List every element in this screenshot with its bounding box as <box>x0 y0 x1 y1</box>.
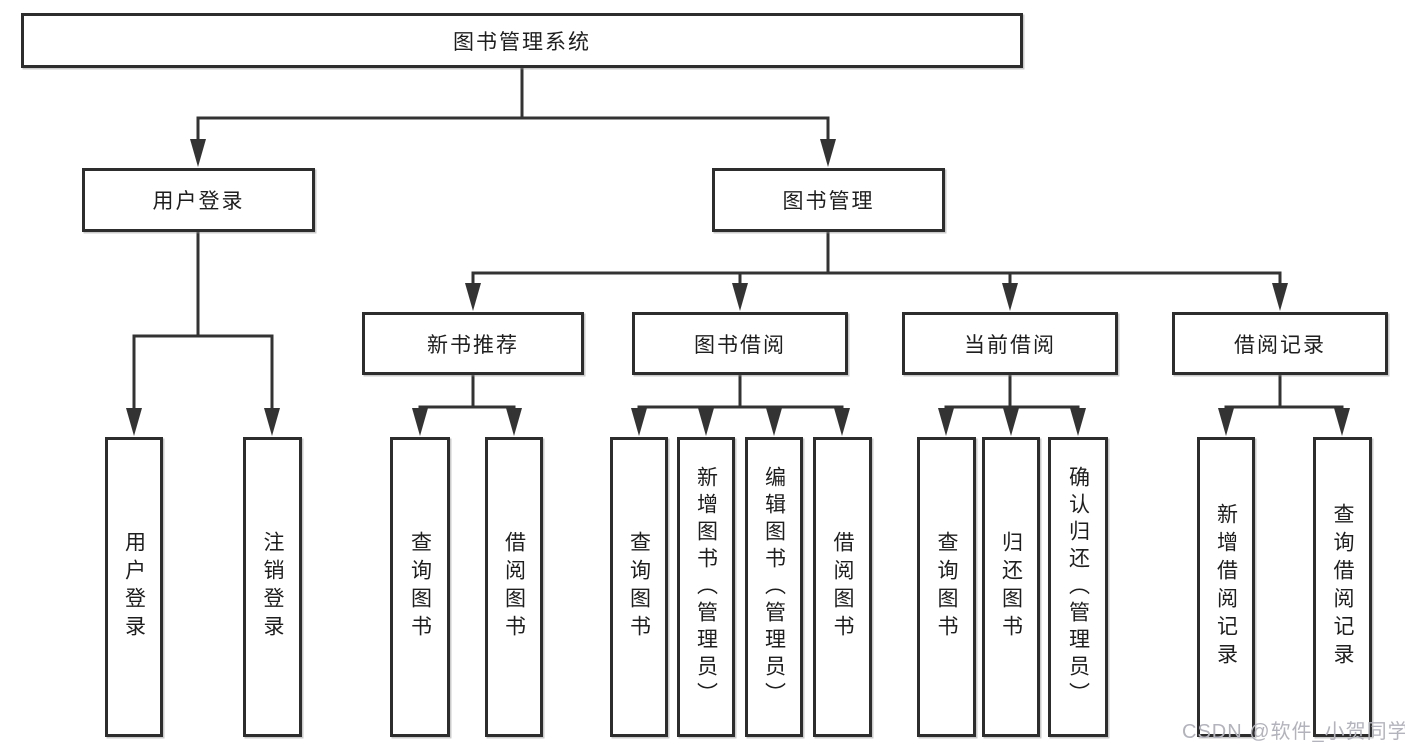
leaf-borrow-books: 借阅图书 <box>485 437 543 737</box>
node-user-login: 用户登录 <box>82 168 315 232</box>
node-book-borrow-label: 图书借阅 <box>694 333 786 357</box>
arrowhead-icon <box>631 408 647 436</box>
leaf-query-books: 查询图书 <box>610 437 668 737</box>
arrowhead-icon <box>766 408 782 436</box>
leaf-query-books-label: 查询图书 <box>408 531 432 643</box>
leaf-user-login: 用户登录 <box>105 437 163 737</box>
node-current-borrow: 当前借阅 <box>902 312 1118 375</box>
node-borrow-records: 借阅记录 <box>1172 312 1388 375</box>
leaf-query-books-label: 查询图书 <box>935 531 958 643</box>
connector-book-management-children <box>471 230 1282 292</box>
leaf-return-book: 归还图书 <box>982 437 1040 737</box>
leaf-query-books-label: 查询图书 <box>627 531 651 643</box>
arrowhead-icon <box>506 408 522 436</box>
node-book-management-label: 图书管理 <box>782 190 875 213</box>
leaf-confirm-return-admin-label: 确认归还（管理员） <box>1066 465 1090 709</box>
leaf-add-book-admin-label: 新增图书（管理员） <box>694 465 718 709</box>
leaf-edit-book-admin-label: 编辑图书（管理员） <box>762 465 786 709</box>
leaf-borrow-books-label: 借阅图书 <box>831 531 854 643</box>
node-user-login-label: 用户登录 <box>152 190 245 213</box>
node-book-borrow: 图书借阅 <box>632 312 848 375</box>
leaf-user-login-label: 用户登录 <box>122 531 146 643</box>
leaf-query-books: 查询图书 <box>390 437 450 737</box>
leaf-return-book-label: 归还图书 <box>999 531 1023 643</box>
leaf-logout-label: 注销登录 <box>261 531 284 643</box>
arrowhead-icon <box>1218 408 1234 436</box>
connector-user-login-children <box>132 230 274 416</box>
arrowhead-icon <box>190 139 206 167</box>
leaf-query-borrow-record-label: 查询借阅记录 <box>1331 503 1354 671</box>
watermark: CSDN @软件_小贺同学 <box>1182 721 1405 743</box>
leaf-borrow-books-label: 借阅图书 <box>502 531 526 643</box>
node-root: 图书管理系统 <box>21 13 1023 68</box>
connector-current-borrow-children <box>944 373 1080 409</box>
leaf-add-borrow-record: 新增借阅记录 <box>1197 437 1255 737</box>
node-borrow-records-label: 借阅记录 <box>1234 333 1326 357</box>
arrowhead-icon <box>264 408 280 436</box>
node-current-borrow-label: 当前借阅 <box>964 333 1056 357</box>
connector-root-to-level2 <box>196 66 830 150</box>
arrowhead-icon <box>1070 408 1086 436</box>
arrowhead-icon <box>126 408 142 436</box>
node-book-management: 图书管理 <box>712 168 945 232</box>
leaf-borrow-books: 借阅图书 <box>813 437 872 737</box>
leaf-query-borrow-record: 查询借阅记录 <box>1313 437 1372 737</box>
arrowhead-icon <box>834 408 850 436</box>
leaf-add-borrow-record-label: 新增借阅记录 <box>1214 503 1238 671</box>
leaf-query-books: 查询图书 <box>917 437 976 737</box>
arrowhead-icon <box>1272 283 1288 311</box>
leaf-edit-book-admin: 编辑图书（管理员） <box>745 437 803 737</box>
arrowhead-icon <box>1334 408 1350 436</box>
arrowhead-icon <box>732 283 748 311</box>
arrowhead-icon <box>820 139 836 167</box>
arrowhead-icon <box>412 408 428 436</box>
arrowhead-icon <box>1002 283 1018 311</box>
arrowhead-icon <box>465 283 481 311</box>
connector-book-borrow-children <box>637 373 844 409</box>
arrowhead-icon <box>698 408 714 436</box>
arrowhead-icon <box>1003 408 1019 436</box>
node-root-label: 图书管理系统 <box>453 30 591 54</box>
node-new-book-recommend: 新书推荐 <box>362 312 584 375</box>
connector-borrow-records-children <box>1224 373 1344 409</box>
leaf-confirm-return-admin: 确认归还（管理员） <box>1048 437 1108 737</box>
connector-new-book-recommend-children <box>418 373 516 409</box>
node-new-book-recommend-label: 新书推荐 <box>427 333 519 357</box>
leaf-add-book-admin: 新增图书（管理员） <box>677 437 735 737</box>
leaf-logout: 注销登录 <box>243 437 302 737</box>
arrowhead-icon <box>938 408 954 436</box>
